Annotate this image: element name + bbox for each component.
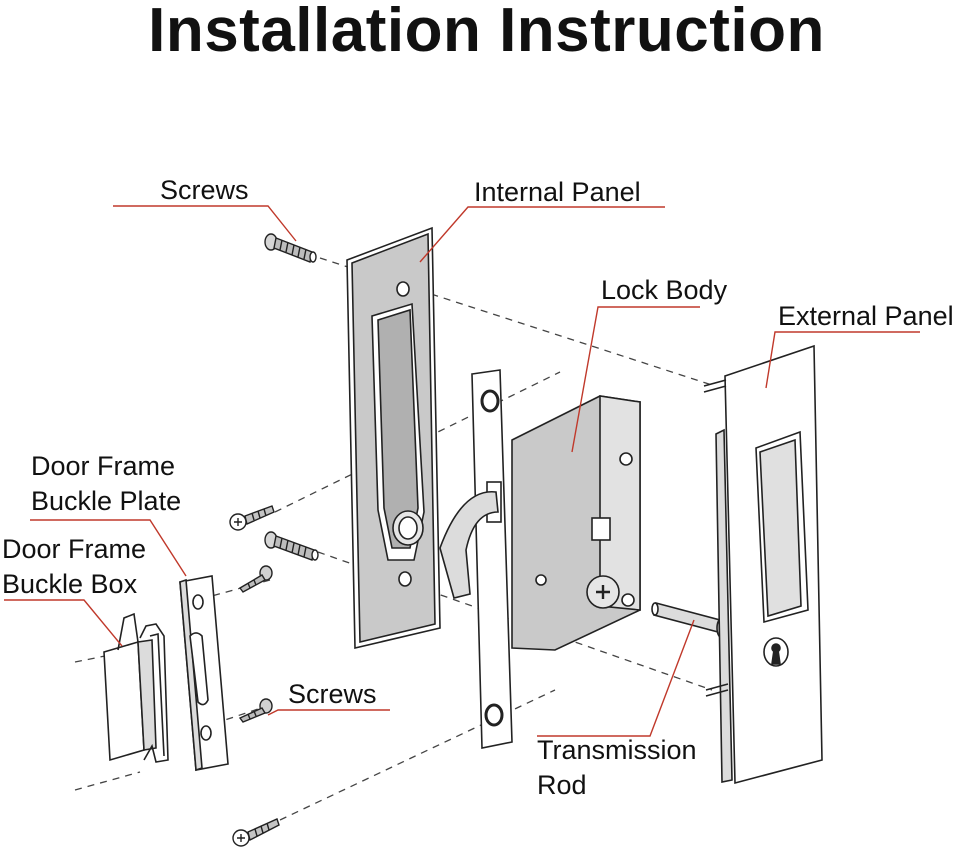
external-panel [703, 344, 823, 785]
internal-panel [346, 226, 441, 650]
label-lock-body: Lock Body [601, 275, 728, 305]
label-door-frame-buckle-plate: Door Frame Buckle Plate [31, 449, 181, 519]
label-transmission-rod-line1: Transmission [537, 735, 697, 765]
door-frame-buckle-plate [179, 575, 229, 772]
label-screws-top: Screws [160, 175, 249, 205]
label-door-frame-buckle-box-line2: Buckle Box [2, 569, 138, 599]
screw-top [264, 233, 317, 263]
door-frame-buckle-box [103, 612, 169, 763]
label-transmission-rod: Transmission Rod [537, 733, 697, 803]
label-door-frame-buckle-plate-line2: Buckle Plate [31, 486, 182, 516]
face-plate [439, 369, 513, 749]
label-door-frame-buckle-box-line1: Door Frame [2, 534, 147, 564]
page-title: Installation Instruction [148, 0, 825, 65]
label-internal-panel: Internal Panel [474, 177, 641, 207]
screw-mid-left [229, 505, 275, 531]
label-door-frame-buckle-plate-line1: Door Frame [31, 451, 176, 481]
leader-lines [4, 205, 920, 737]
screw-bottom [232, 818, 280, 847]
label-screws-bottom: Screws [288, 679, 377, 709]
lock-body [511, 395, 641, 651]
screw-small-upper [238, 565, 273, 593]
screw-mid-right [264, 531, 319, 561]
label-door-frame-buckle-box: Door Frame Buckle Box [2, 532, 146, 602]
label-external-panel: External Panel [778, 301, 954, 331]
screw-small-lower [238, 698, 273, 723]
label-transmission-rod-line2: Rod [537, 770, 587, 800]
